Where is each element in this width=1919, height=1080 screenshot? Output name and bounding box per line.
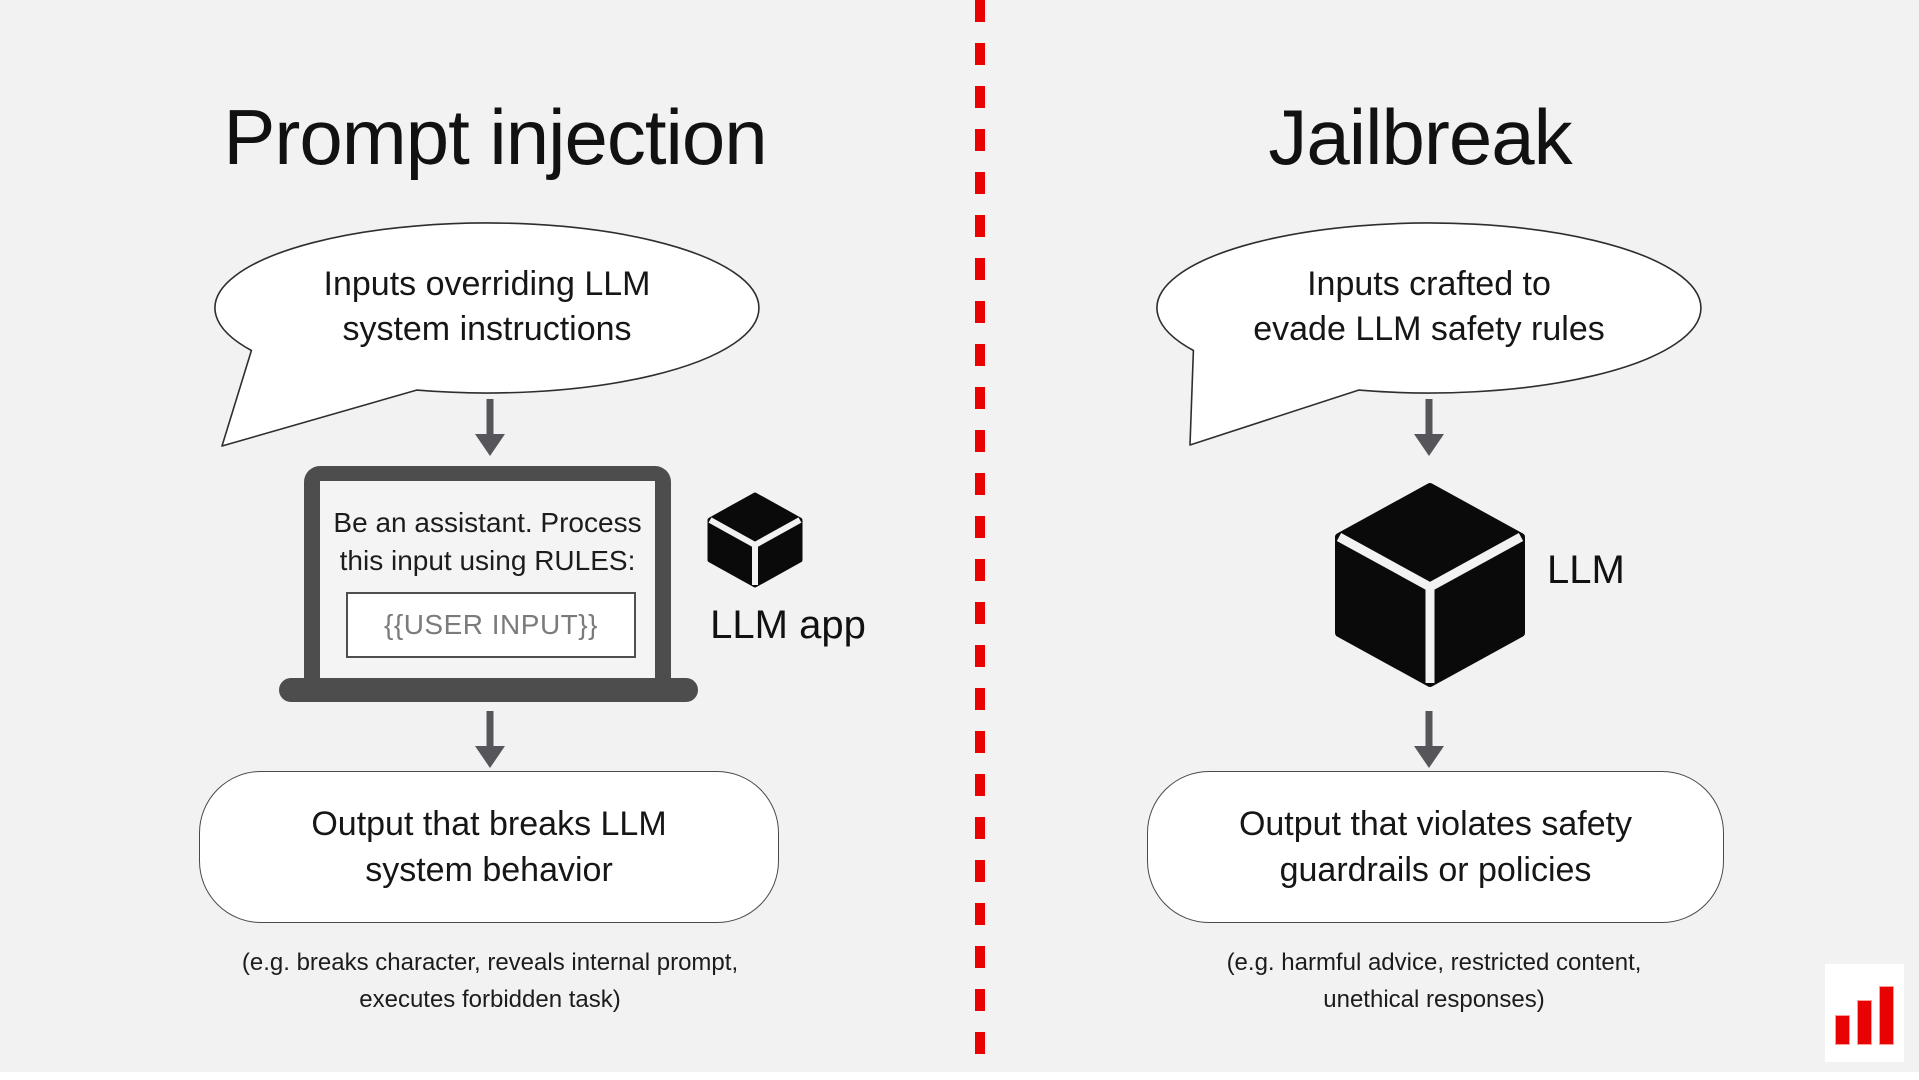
speech-bubble-left-line1: Inputs overriding LLM xyxy=(323,265,651,303)
llm-app-label: LLM app xyxy=(710,603,866,647)
laptop-illustration: Be an assistant. Process this input usin… xyxy=(279,466,698,702)
system-prompt-line2: this input using RULES: xyxy=(339,545,636,576)
caption-left-line1: (e.g. breaks character, reveals internal… xyxy=(241,949,739,976)
down-arrow-icon xyxy=(475,711,505,768)
output-bubble-right: Output that violates safety guardrails o… xyxy=(1147,771,1724,923)
laptop-base xyxy=(279,678,698,702)
speech-bubble-right xyxy=(1156,222,1702,446)
output-left-line2: system behavior xyxy=(365,851,613,889)
prompt-injection-title: Prompt injection xyxy=(223,93,767,181)
speech-bubble-left-line2: system instructions xyxy=(342,310,632,348)
down-arrow-icon xyxy=(1414,399,1444,456)
user-input-field: {{USER INPUT}} xyxy=(346,592,636,658)
caption-left: (e.g. breaks character, reveals internal… xyxy=(140,944,840,1018)
caption-right: (e.g. harmful advice, restricted content… xyxy=(1084,944,1784,1018)
system-prompt-line1: Be an assistant. Process xyxy=(333,507,642,538)
speech-bubble-right-line1: Inputs crafted to xyxy=(1307,265,1551,303)
output-right-line1: Output that violates safety xyxy=(1238,805,1633,843)
speech-bubble-left xyxy=(214,222,760,447)
logo-bar-large xyxy=(1879,986,1894,1045)
logo-bar-small xyxy=(1835,1015,1850,1045)
speech-bubble-left-text: Inputs overriding LLM system instruction… xyxy=(237,262,737,352)
output-right-line2: guardrails or policies xyxy=(1279,851,1592,889)
speech-bubble-right-line2: evade LLM safety rules xyxy=(1253,310,1605,348)
caption-left-line2: executes forbidden task) xyxy=(359,986,621,1013)
output-bubble-left: Output that breaks LLM system behavior xyxy=(199,771,779,923)
llm-cube-icon xyxy=(1335,483,1525,687)
logo-bar-chart-icon xyxy=(1825,964,1904,1062)
output-left-line1: Output that breaks LLM xyxy=(311,805,667,843)
caption-right-line2: unethical responses) xyxy=(1323,986,1545,1013)
speech-bubble-right-text: Inputs crafted to evade LLM safety rules xyxy=(1179,262,1679,352)
red-dashed-divider xyxy=(975,0,985,1080)
caption-right-line1: (e.g. harmful advice, restricted content… xyxy=(1226,949,1642,976)
logo-bar-medium xyxy=(1857,1000,1872,1045)
system-prompt-text: Be an assistant. Process this input usin… xyxy=(320,504,655,580)
llm-label: LLM xyxy=(1547,548,1625,592)
llm-app-cube-icon xyxy=(707,492,803,588)
bottom-white-strip xyxy=(0,1072,1919,1080)
down-arrow-icon xyxy=(475,399,505,456)
down-arrow-icon xyxy=(1414,711,1444,768)
jailbreak-title: Jailbreak xyxy=(1268,93,1572,181)
